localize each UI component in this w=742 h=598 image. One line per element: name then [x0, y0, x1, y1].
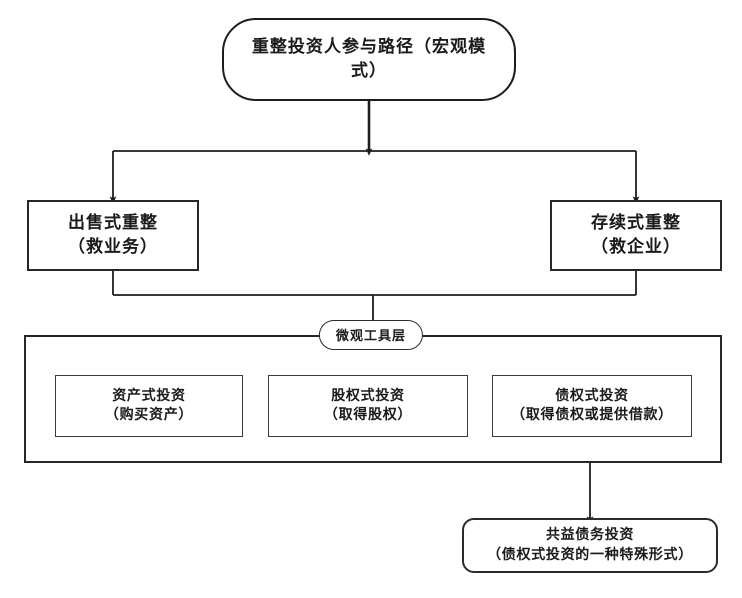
- node-title[interactable]: 重整投资人参与路径（宏观模 式）: [222, 18, 516, 101]
- node-common-benefit-debt-investment[interactable]: 共益债务投资 （债权式投资的一种特殊形式）: [462, 518, 718, 573]
- node-tool-equity-investment[interactable]: 股权式投资 （取得股权）: [268, 375, 468, 437]
- node-branch-sale-restructuring[interactable]: 出售式重整 （救业务）: [27, 200, 199, 271]
- node-tool-debt-investment[interactable]: 债权式投资 （取得债权或提供借款）: [492, 375, 692, 437]
- group-label-micro-tool-layer: 微观工具层: [318, 320, 424, 350]
- node-tool-asset-investment[interactable]: 资产式投资 （购买资产）: [55, 375, 243, 437]
- node-branch-going-concern-restructuring[interactable]: 存续式重整 （救企业）: [550, 200, 722, 271]
